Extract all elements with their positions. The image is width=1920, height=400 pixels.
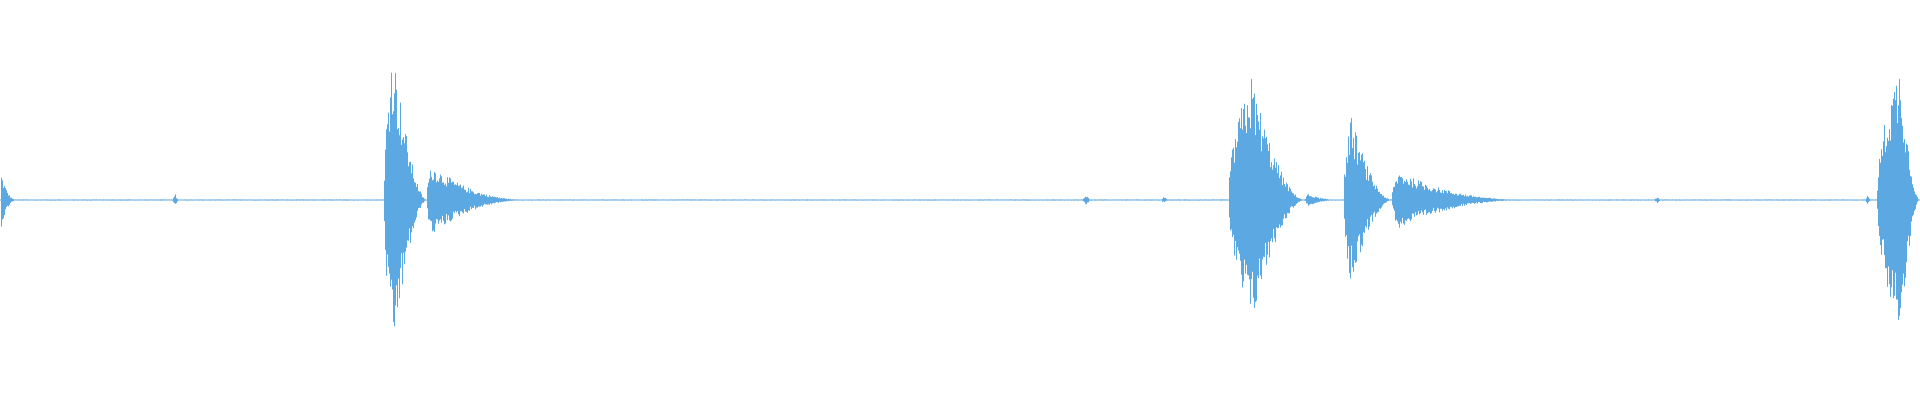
waveform-samples: [0, 72, 1920, 327]
waveform-trace: [0, 72, 1920, 327]
